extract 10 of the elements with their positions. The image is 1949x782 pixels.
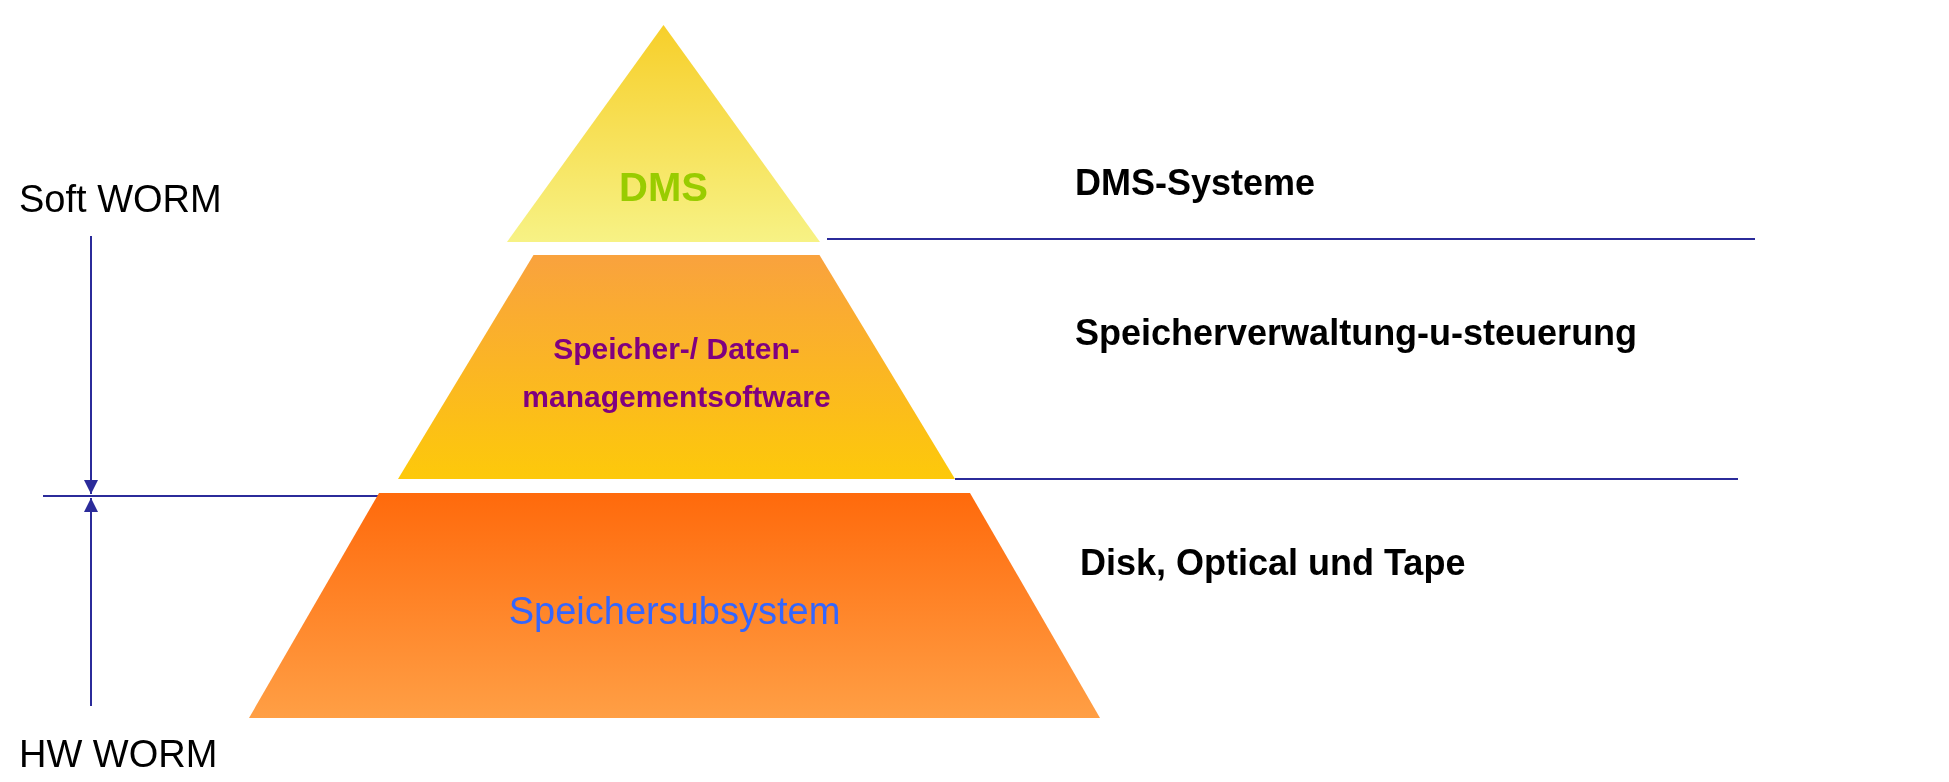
tier-label: DMS [618, 164, 709, 211]
range-label: HW WORM [19, 733, 218, 776]
tier-label: Speicher-/ Daten-managementsoftware [521, 331, 832, 415]
pyramid-tier [507, 25, 820, 242]
tier-description: Speicherverwaltung-u-steuerung [1075, 312, 1638, 354]
tier-label: Speichersubsystem [507, 589, 842, 634]
range-label: Soft WORM [19, 178, 222, 221]
tier-description: DMS-Systeme [1075, 162, 1316, 204]
pyramid-tier [398, 255, 955, 479]
tier-description: Disk, Optical und Tape [1080, 542, 1466, 584]
